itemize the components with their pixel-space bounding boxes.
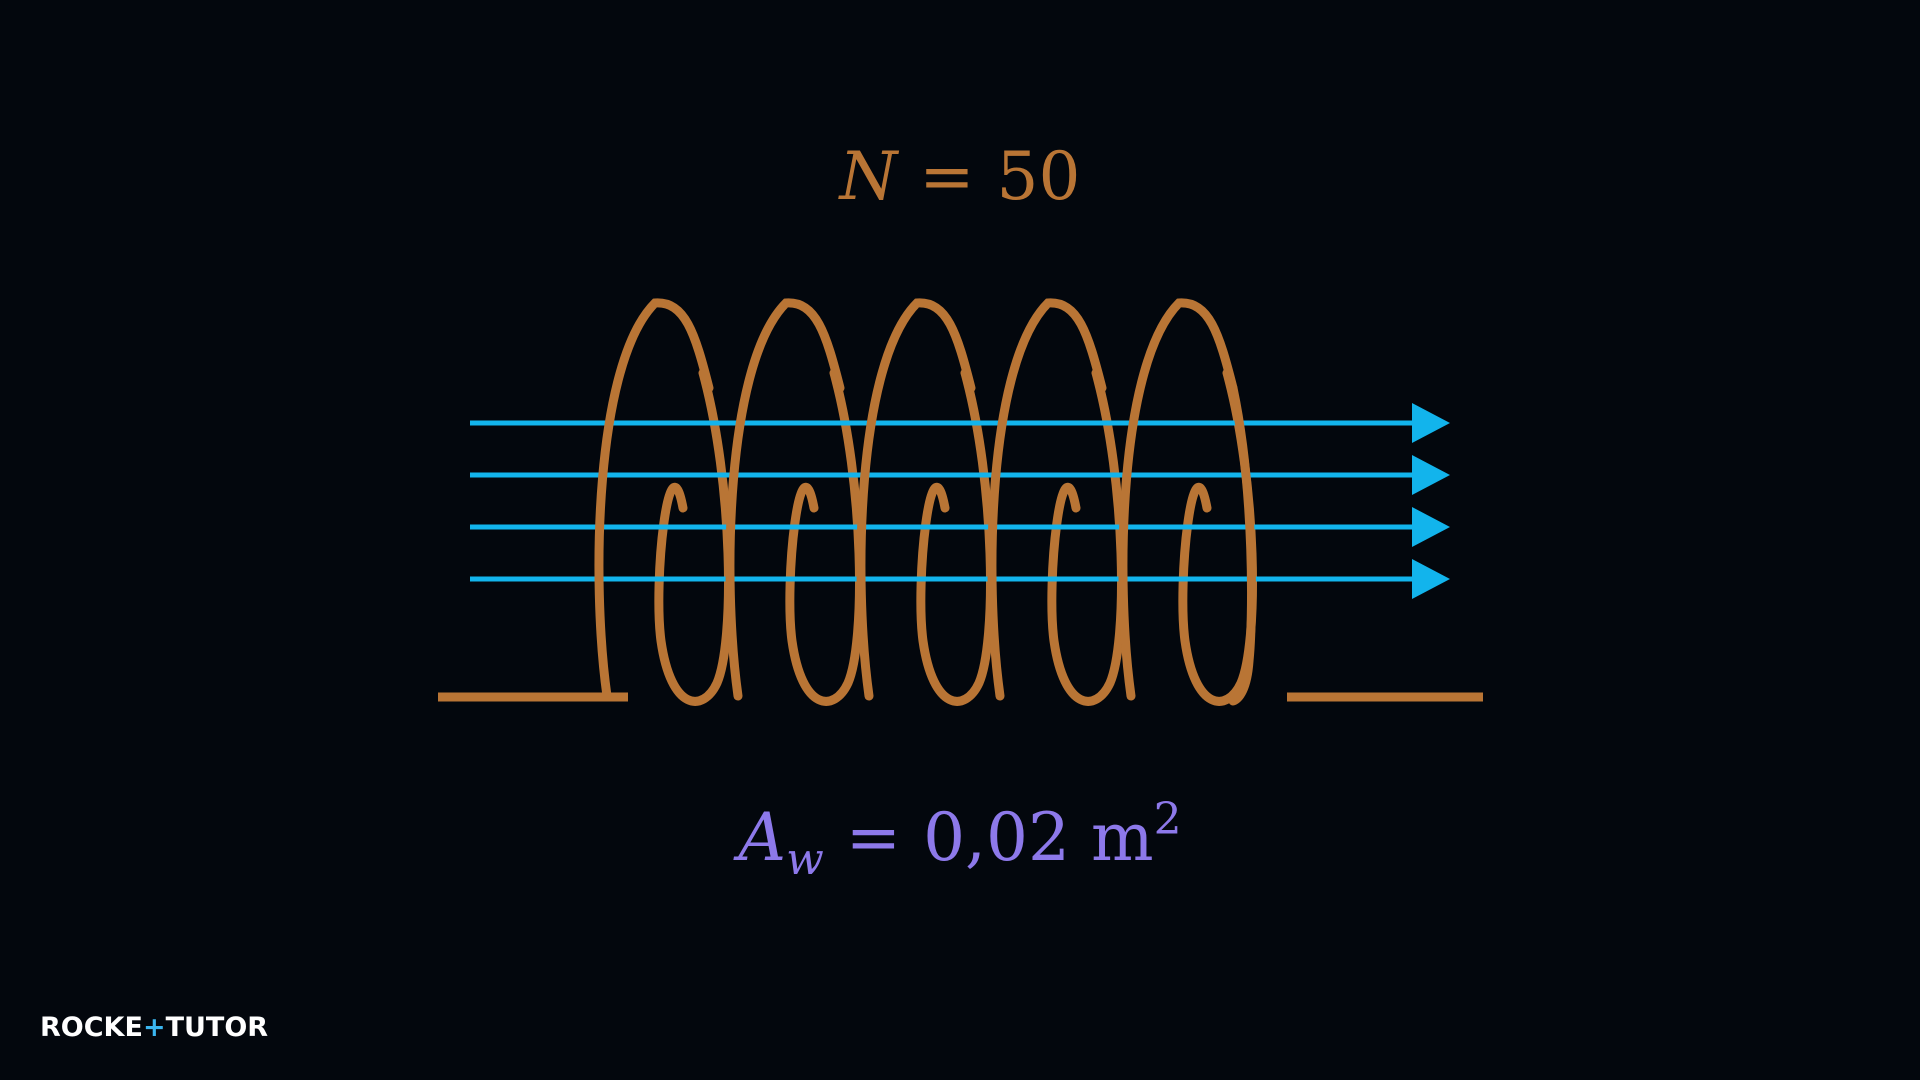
area-subscript: w [786, 834, 824, 885]
coil-loop-front-3 [856, 298, 976, 701]
field-line-arrowhead-3 [1412, 507, 1450, 547]
area-symbol: A [738, 799, 787, 876]
area-operator: = [845, 799, 902, 876]
coil-loop-front-4 [987, 298, 1107, 701]
logo-text-part2: TUTO [165, 1012, 248, 1043]
field-line-arrowhead-2 [1412, 455, 1450, 495]
area-unit-exponent: 2 [1153, 794, 1182, 845]
coil-loop-front-5 [1118, 298, 1238, 701]
coil-loop-front-2 [725, 298, 845, 701]
turns-label: N = 50 [0, 135, 1920, 219]
magnetic-field-lines [470, 403, 1450, 599]
area-unit: m [1091, 799, 1154, 876]
field-line-arrowhead-1 [1412, 403, 1450, 443]
turns-value: 50 [996, 138, 1081, 215]
coil-front-arcs [594, 298, 1257, 706]
logo-accent-plus: + [142, 1012, 166, 1043]
area-label: Aw = 0,02 m2 [0, 793, 1920, 883]
logo-accent-r: R [247, 1012, 269, 1043]
turns-operator: = [919, 138, 975, 215]
brand-logo: ROCKE+TUTOR [40, 1008, 268, 1048]
field-line-arrowhead-4 [1412, 559, 1450, 599]
coil-end-arc [1228, 383, 1257, 706]
turns-symbol: N [839, 138, 898, 215]
logo-text-part1: ROCKE [40, 1012, 143, 1043]
area-value: 0,02 [923, 799, 1071, 876]
coil-loop-front-1 [594, 298, 714, 701]
